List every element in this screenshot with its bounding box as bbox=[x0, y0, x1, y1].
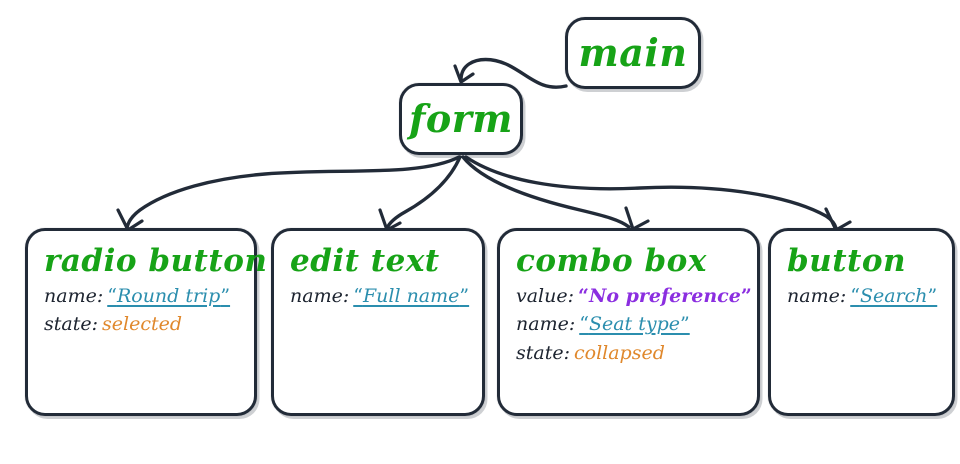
prop-key: value: bbox=[516, 284, 575, 307]
node-main[interactable]: main bbox=[565, 17, 701, 89]
node-form[interactable]: form bbox=[399, 83, 523, 155]
prop-row: state:selected bbox=[44, 310, 240, 339]
prop-value-name: “Full name” bbox=[353, 285, 469, 307]
prop-value-name: “Seat type” bbox=[579, 313, 689, 335]
edge-form-to-combo-box bbox=[461, 155, 650, 231]
prop-value-text: Full name bbox=[362, 284, 460, 307]
node-combo-box[interactable]: combo box value:“No preference” name:“Se… bbox=[497, 228, 760, 416]
edge-form-to-button bbox=[464, 155, 852, 232]
prop-row: name:“Full name” bbox=[290, 282, 469, 311]
node-edit-text[interactable]: edit text name:“Full name” bbox=[271, 228, 485, 416]
prop-key: name: bbox=[516, 313, 576, 336]
prop-value-text: Round trip bbox=[116, 284, 221, 307]
prop-key: name: bbox=[290, 284, 350, 307]
quote-open: “ bbox=[353, 284, 363, 307]
prop-value-text: Search bbox=[859, 284, 928, 307]
prop-list-combo-box: value:“No preference” name:“Seat type” s… bbox=[516, 282, 752, 369]
prop-key: name: bbox=[44, 284, 104, 307]
node-combo-box-title: combo box bbox=[516, 243, 707, 279]
edge-form-to-edit-text bbox=[378, 155, 462, 232]
prop-row: name:“Round trip” bbox=[44, 282, 240, 311]
node-radio-button-title: radio button bbox=[44, 243, 268, 279]
node-button-title: button bbox=[787, 243, 907, 279]
prop-key: name: bbox=[787, 284, 847, 307]
prop-value-value: “No preference” bbox=[578, 285, 752, 307]
node-form-title: form bbox=[409, 96, 513, 141]
node-radio-button[interactable]: radio button name:“Round trip” state:sel… bbox=[25, 228, 268, 416]
quote-close: ” bbox=[220, 284, 231, 307]
quote-close: ” bbox=[680, 313, 690, 336]
prop-row: name:“Search” bbox=[787, 282, 938, 311]
prop-row: state:collapsed bbox=[516, 339, 743, 368]
quote-close: ” bbox=[927, 284, 938, 307]
quote-close: ” bbox=[740, 284, 752, 307]
prop-value-name: “Search” bbox=[850, 285, 937, 307]
prop-list-edit-text: name:“Full name” bbox=[290, 282, 469, 311]
quote-open: “ bbox=[107, 284, 117, 307]
prop-value-text: No preference bbox=[588, 284, 741, 307]
prop-key: state: bbox=[516, 342, 570, 365]
quote-open: “ bbox=[579, 313, 589, 336]
prop-value-text: Seat type bbox=[588, 313, 680, 336]
prop-list-button: name:“Search” bbox=[787, 282, 938, 311]
prop-row: name:“Seat type” bbox=[516, 310, 743, 339]
prop-value-state: collapsed bbox=[574, 342, 665, 365]
prop-row: value:“No preference” bbox=[516, 282, 752, 311]
node-edit-text-title: edit text bbox=[290, 243, 440, 279]
quote-open: “ bbox=[850, 284, 860, 307]
quote-close: ” bbox=[459, 284, 470, 307]
node-main-title: main bbox=[578, 30, 688, 75]
edge-form-to-radio-button bbox=[116, 155, 461, 232]
prop-value-state: selected bbox=[102, 313, 182, 336]
prop-key: state: bbox=[44, 313, 98, 336]
prop-list-radio-button: name:“Round trip” state:selected bbox=[44, 282, 240, 340]
quote-open: “ bbox=[578, 284, 589, 307]
prop-value-name: “Round trip” bbox=[107, 285, 230, 307]
node-button[interactable]: button name:“Search” bbox=[768, 228, 955, 416]
